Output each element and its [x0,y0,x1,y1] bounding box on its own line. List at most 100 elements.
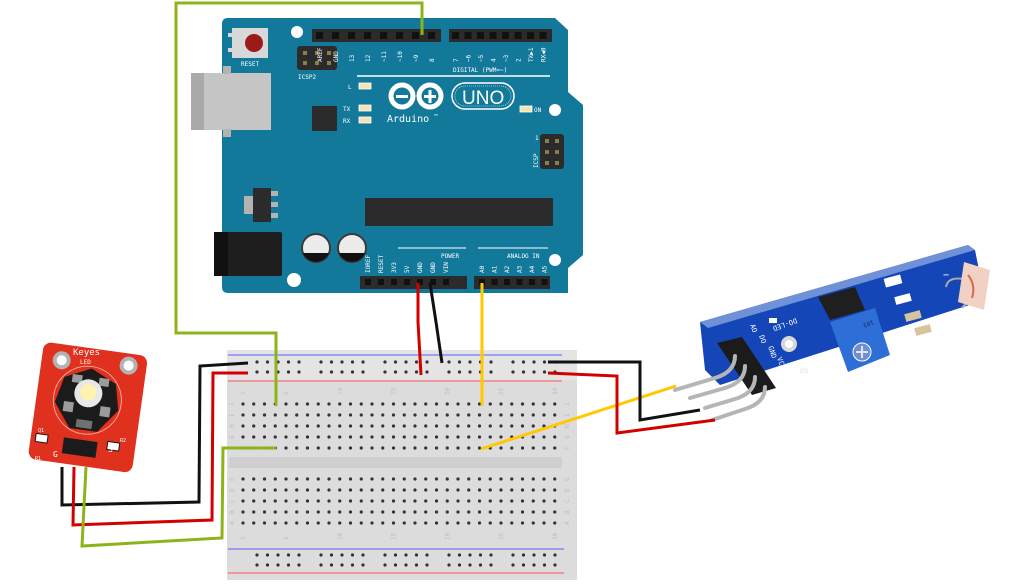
rail-hole[interactable] [297,360,301,364]
breadboard-hole[interactable] [445,488,449,492]
breadboard-hole[interactable] [273,488,277,492]
rail-hole[interactable] [457,553,462,557]
breadboard-hole[interactable] [391,477,396,481]
rail-hole[interactable] [276,553,280,557]
breadboard-hole[interactable] [262,499,267,503]
breadboard-hole[interactable] [434,446,439,450]
breadboard-hole[interactable] [510,510,514,514]
breadboard-hole[interactable] [262,413,267,417]
breadboard-hole[interactable] [348,488,353,492]
rail-hole[interactable] [297,563,301,567]
rail-hole[interactable] [319,360,323,364]
breadboard-hole[interactable] [467,499,471,503]
rail-hole[interactable] [383,360,387,364]
breadboard-hole[interactable] [531,510,535,514]
breadboard-hole[interactable] [381,499,385,503]
breadboard-hole[interactable] [499,488,503,492]
breadboard-hole[interactable] [542,435,546,439]
breadboard-hole[interactable] [553,510,557,514]
rail-hole[interactable] [265,563,270,567]
rail-hole[interactable] [340,370,344,374]
breadboard-hole[interactable] [424,402,428,406]
breadboard-hole[interactable] [413,499,417,503]
breadboard-hole[interactable] [295,435,299,439]
breadboard-hole[interactable] [252,402,256,406]
breadboard-hole[interactable] [520,521,525,525]
analog-pin-hole[interactable] [516,279,523,285]
breadboard-hole[interactable] [520,488,525,492]
breadboard-hole[interactable] [241,499,245,503]
rail-hole[interactable] [393,370,398,374]
breadboard-hole[interactable] [542,488,546,492]
breadboard-hole[interactable] [316,499,320,503]
breadboard-hole[interactable] [295,488,299,492]
rail-hole[interactable] [468,360,472,364]
breadboard-hole[interactable] [391,446,396,450]
breadboard-hole[interactable] [327,435,331,439]
breadboard-hole[interactable] [413,424,417,428]
breadboard-hole[interactable] [241,413,245,417]
breadboard-hole[interactable] [295,521,299,525]
rail-hole[interactable] [511,553,515,557]
breadboard-hole[interactable] [305,488,310,492]
rail-hole[interactable] [329,563,334,567]
breadboard-hole[interactable] [295,446,299,450]
breadboard-hole[interactable] [413,477,417,481]
breadboard-hole[interactable] [424,477,428,481]
breadboard-hole[interactable] [510,477,514,481]
rail-hole[interactable] [383,563,387,567]
rail-hole[interactable] [340,360,344,364]
digital-pin-hole[interactable] [332,32,339,39]
rail-hole[interactable] [361,370,365,374]
digital-pin-hole[interactable] [348,32,355,39]
breadboard-hole[interactable] [284,424,288,428]
rail-hole[interactable] [521,553,526,557]
rail-hole[interactable] [276,563,280,567]
breadboard-hole[interactable] [348,424,353,428]
breadboard-hole[interactable] [381,424,385,428]
breadboard-hole[interactable] [477,477,482,481]
breadboard-hole[interactable] [424,510,428,514]
breadboard-hole[interactable] [445,521,449,525]
breadboard-hole[interactable] [477,521,482,525]
wire-black-sensor-gnd[interactable] [548,360,701,422]
breadboard-hole[interactable] [370,402,374,406]
rail-hole[interactable] [340,553,344,557]
breadboard-hole[interactable] [542,499,546,503]
rail-hole[interactable] [478,563,483,567]
breadboard-hole[interactable] [273,435,277,439]
power-pin-hole[interactable] [365,279,371,285]
rail-hole[interactable] [350,370,355,374]
rail-hole[interactable] [404,370,408,374]
breadboard-hole[interactable] [520,510,525,514]
rail-hole[interactable] [286,553,291,557]
analog-header[interactable] [474,276,550,289]
breadboard-hole[interactable] [531,488,535,492]
rail-hole[interactable] [542,360,547,364]
breadboard-hole[interactable] [488,477,492,481]
rail-hole[interactable] [447,563,451,567]
rail-hole[interactable] [329,370,334,374]
breadboard-hole[interactable] [531,402,535,406]
breadboard-hole[interactable] [338,477,342,481]
breadboard-hole[interactable] [456,446,460,450]
rail-hole[interactable] [414,553,419,557]
breadboard-hole[interactable] [252,424,256,428]
rail-hole[interactable] [553,553,557,557]
breadboard-hole[interactable] [445,402,449,406]
breadboard-hole[interactable] [456,477,460,481]
rail-hole[interactable] [393,553,398,557]
breadboard-hole[interactable] [316,477,320,481]
breadboard-hole[interactable] [327,446,331,450]
breadboard-hole[interactable] [510,488,514,492]
breadboard-hole[interactable] [553,488,557,492]
rail-hole[interactable] [489,370,493,374]
breadboard-hole[interactable] [542,413,546,417]
rail-hole[interactable] [468,563,472,567]
breadboard-hole[interactable] [499,446,503,450]
breadboard-hole[interactable] [424,521,428,525]
breadboard-hole[interactable] [338,499,342,503]
breadboard-hole[interactable] [499,424,503,428]
breadboard-hole[interactable] [488,521,492,525]
rail-hole[interactable] [511,370,515,374]
